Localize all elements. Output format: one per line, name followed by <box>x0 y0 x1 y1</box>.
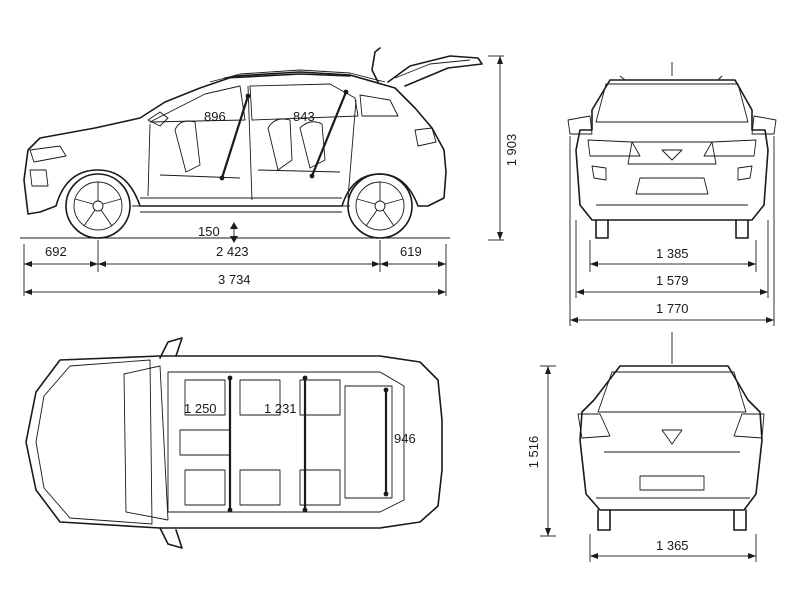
rear-height-label: 1 516 <box>526 436 541 469</box>
rear-track-label: 1 365 <box>656 538 689 553</box>
boot-length-label: 946 <box>394 431 416 446</box>
front-view: 1 385 1 579 1 770 <box>567 62 777 326</box>
side-rear-wheel <box>347 173 413 239</box>
side-height-label: 1 903 <box>504 134 519 167</box>
headroom-front-label: 896 <box>204 109 226 124</box>
overall-length-label: 3 734 <box>218 272 251 287</box>
rear-view: 1 365 1 516 <box>526 332 765 562</box>
side-view: 896 843 150 692 2 423 619 3 734 1 903 <box>20 47 519 296</box>
top-body-outline <box>25 355 443 529</box>
front-track-label: 1 385 <box>656 246 689 261</box>
shoulder-front-label: 1 250 <box>184 401 217 416</box>
wheelbase-label: 2 423 <box>216 244 249 259</box>
front-body-outline <box>575 79 769 221</box>
front-overhang-label: 692 <box>45 244 67 259</box>
rear-overhang-label: 619 <box>400 244 422 259</box>
headroom-rear-label: 843 <box>293 109 315 124</box>
open-tailgate <box>371 47 483 87</box>
side-front-wheel <box>65 173 131 239</box>
width-mirrors-label: 1 770 <box>656 301 689 316</box>
ground-clearance-label: 150 <box>198 224 220 239</box>
width-body-label: 1 579 <box>656 273 689 288</box>
side-body-outline <box>23 71 447 215</box>
top-view: 1 250 1 231 946 <box>25 337 443 549</box>
rear-body-outline <box>579 365 763 511</box>
shoulder-rear-label: 1 231 <box>264 401 297 416</box>
